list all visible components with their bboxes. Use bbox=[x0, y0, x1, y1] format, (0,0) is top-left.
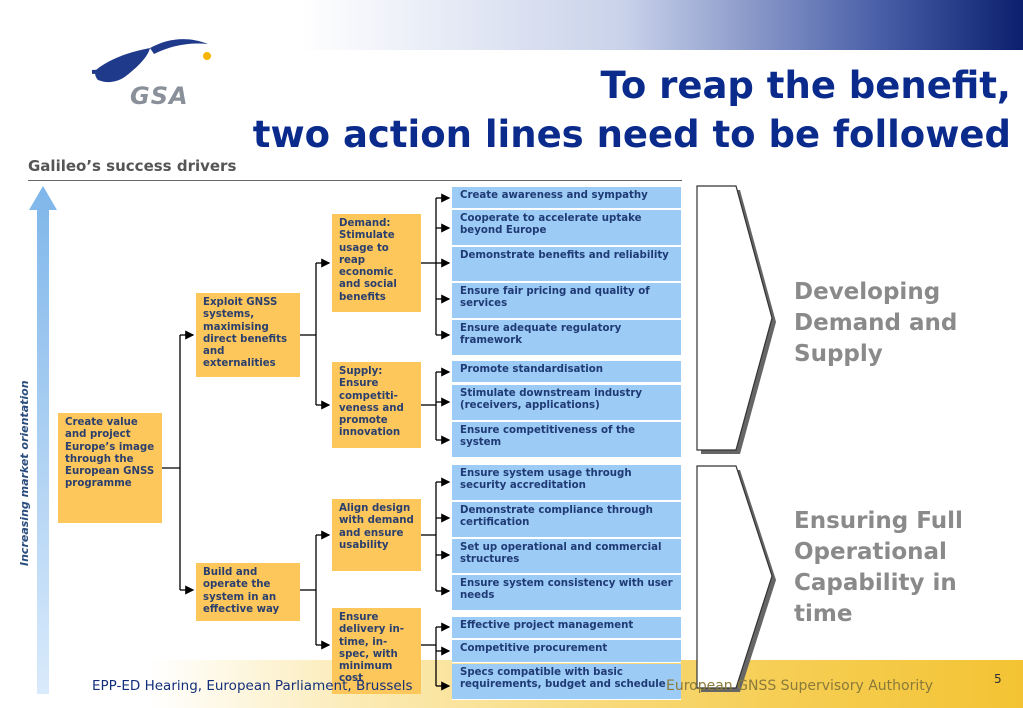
outcome-full-operational-capability: Ensuring Full Operational Capability in … bbox=[794, 508, 963, 627]
action-box: Promote standardisation bbox=[452, 361, 681, 383]
level2-box-demand: Demand: Stimulate usage to reap economic… bbox=[332, 214, 421, 312]
level2-box-supply: Supply: Ensure competiti-veness and prom… bbox=[332, 362, 421, 448]
action-box: Set up operational and commercial struct… bbox=[452, 539, 681, 574]
action-box: Ensure system usage through security acc… bbox=[452, 465, 681, 501]
level2-box-delivery: Ensure delivery in-time, in-spec, with m… bbox=[332, 608, 421, 694]
gsa-logo-text: GSA bbox=[130, 82, 189, 110]
action-box: Specs compatible with basic requirements… bbox=[452, 664, 681, 700]
action-box: Ensure fair pricing and quality of servi… bbox=[452, 283, 681, 319]
action-box: Create awareness and sympathy bbox=[452, 187, 681, 209]
outcome-demand-supply: Developing Demand and Supply bbox=[794, 279, 958, 367]
vertical-axis-arrow bbox=[29, 186, 57, 694]
subtitle: Galileo’s success drivers bbox=[28, 157, 237, 175]
action-box: Effective project management bbox=[452, 617, 681, 639]
action-box: Demonstrate benefits and reliability bbox=[452, 247, 681, 282]
action-box: Competitive procurement bbox=[452, 640, 681, 663]
footer-event: EPP-ED Hearing, European Parliament, Bru… bbox=[92, 678, 413, 694]
level2-box-align: Align design with demand and ensure usab… bbox=[332, 499, 421, 571]
action-box: Stimulate downstream industry (receivers… bbox=[452, 385, 681, 421]
brace-arrow-top bbox=[696, 185, 776, 454]
title-line-1: To reap the benefit, bbox=[600, 64, 1012, 107]
subtitle-rule bbox=[28, 180, 682, 181]
footer-organisation: European GNSS Supervisory Authority bbox=[666, 678, 934, 694]
action-box: Ensure competitiveness of the system bbox=[452, 422, 681, 458]
action-box: Ensure system consistency with user need… bbox=[452, 575, 681, 611]
level1-box-exploit: Exploit GNSS systems, maximising direct … bbox=[196, 293, 300, 377]
header-gradient-band bbox=[300, 0, 1023, 50]
brace-arrow-bottom bbox=[696, 465, 776, 692]
title-line-2: two action lines need to be followed bbox=[252, 113, 1011, 156]
action-box: Ensure adequate regulatory framework bbox=[452, 320, 681, 356]
root-goal-box: Create value and project Europe’s image … bbox=[58, 413, 162, 523]
page-number: 5 bbox=[994, 672, 1002, 686]
level1-box-build: Build and operate the system in an effec… bbox=[196, 563, 300, 621]
gsa-logo-icon bbox=[91, 39, 211, 83]
action-box: Cooperate to accelerate uptake beyond Eu… bbox=[452, 210, 681, 246]
action-box: Demonstrate compliance through certifica… bbox=[452, 502, 681, 538]
